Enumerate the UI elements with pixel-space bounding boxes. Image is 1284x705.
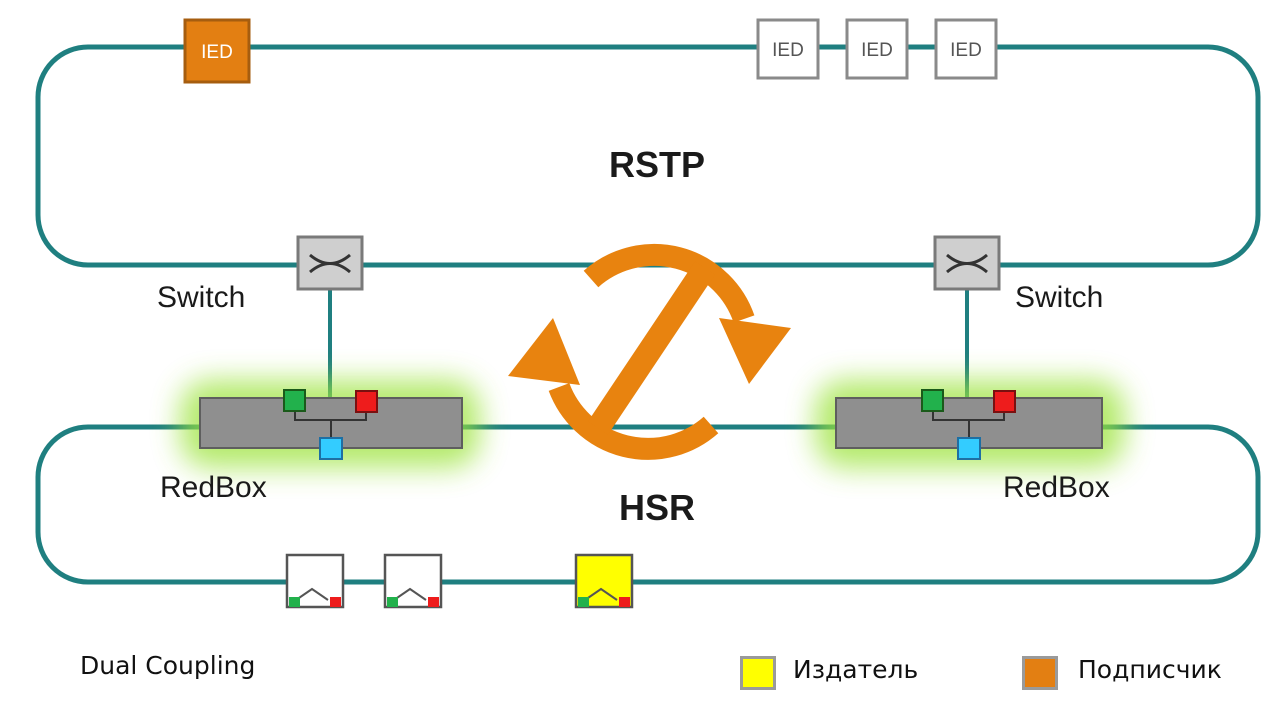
rstp-label: RSTP xyxy=(609,144,705,185)
right-redbox xyxy=(835,389,1103,460)
hsr-label: HSR xyxy=(619,487,695,528)
ied-node-2: IED xyxy=(845,18,909,80)
publisher-legend-label: Издатель xyxy=(793,655,919,684)
ied-node-1: IED xyxy=(756,18,820,80)
hsr-ring xyxy=(35,424,1261,585)
right-redbox-label: RedBox xyxy=(1003,471,1110,504)
publisher-swatch xyxy=(740,656,776,690)
hsr-node-2 xyxy=(383,553,443,609)
right-switch-label: Switch xyxy=(1015,281,1103,314)
right-switch xyxy=(933,235,1001,291)
left-switch xyxy=(296,235,364,291)
subscriber-swatch xyxy=(1022,656,1058,690)
svg-text:IED: IED xyxy=(772,40,804,61)
diagram-caption: Dual Coupling xyxy=(80,651,256,680)
ied-subscriber: IED xyxy=(183,18,251,84)
left-switch-label: Switch xyxy=(157,281,245,314)
subscriber-legend-label: Подписчик xyxy=(1078,655,1222,684)
svg-text:IED: IED xyxy=(861,40,893,61)
hsr-node-publisher xyxy=(574,553,634,609)
left-redbox xyxy=(199,389,463,460)
ied-node-3: IED xyxy=(934,18,998,80)
blocked-loop-icon xyxy=(508,243,791,460)
svg-text:IED: IED xyxy=(201,42,233,63)
left-redbox-label: RedBox xyxy=(160,471,267,504)
hsr-node-1 xyxy=(285,553,345,609)
svg-text:IED: IED xyxy=(950,40,982,61)
